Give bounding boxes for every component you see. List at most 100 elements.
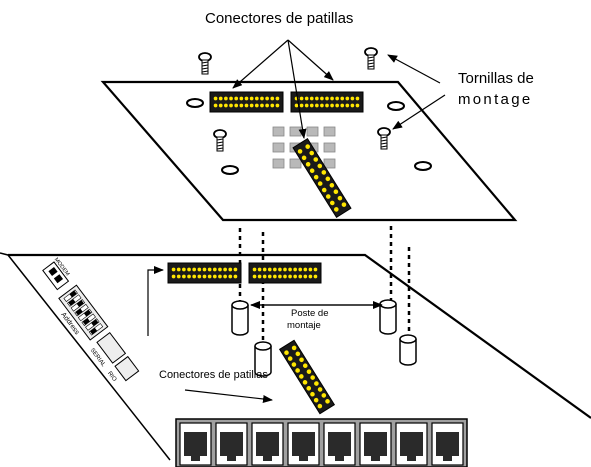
header-pin	[350, 96, 355, 101]
header-pin	[293, 274, 297, 279]
side-component-panel: MODEM Address SERIAL RIO	[42, 257, 140, 383]
header-pin	[265, 96, 269, 101]
mounting-screws	[198, 47, 391, 152]
header-pin	[321, 393, 327, 398]
header-pin	[267, 274, 272, 279]
header-pin	[262, 267, 267, 272]
header-pin	[273, 274, 277, 279]
header-pin	[213, 96, 218, 101]
header-pin	[171, 274, 176, 279]
header-pin	[302, 363, 308, 369]
header-pin	[275, 96, 280, 101]
header-pin	[317, 181, 323, 186]
top-connectors-label: Conectores de patillas	[205, 10, 353, 27]
header-pin	[273, 267, 277, 272]
annotation-arrows	[147, 39, 446, 403]
header-body	[167, 262, 242, 284]
header-pin	[228, 274, 233, 279]
header-pin	[310, 391, 315, 397]
header-pin	[299, 103, 304, 108]
header-pin	[202, 274, 207, 279]
header-pin	[305, 144, 310, 149]
header-pin	[340, 103, 345, 108]
header-pin	[218, 267, 222, 272]
header-body	[290, 91, 364, 113]
header-pin	[234, 96, 239, 101]
header-pin	[313, 274, 318, 279]
mounting-post-icon	[399, 334, 417, 366]
header-pin	[298, 267, 303, 272]
header-pin	[340, 96, 345, 101]
gray-pad	[323, 126, 336, 137]
header-pin	[325, 103, 329, 108]
screw-icon	[213, 129, 227, 152]
header-pin	[341, 202, 347, 207]
header-pin	[325, 176, 331, 182]
header-pin	[252, 267, 257, 272]
header-pin	[260, 96, 264, 101]
header-pin	[202, 267, 207, 272]
header-pin	[244, 103, 249, 108]
header-pin	[345, 103, 350, 108]
header-body	[209, 91, 284, 113]
mounting-posts	[231, 299, 417, 377]
header-pin	[171, 267, 176, 272]
gray-pad	[289, 126, 302, 137]
header-pin	[315, 103, 319, 108]
header-pin	[295, 368, 300, 373]
header-pin	[270, 103, 275, 108]
header-pin	[320, 103, 324, 108]
header-pin	[224, 96, 228, 101]
rj-jack-icon	[287, 422, 320, 466]
mounting-post-icon	[231, 300, 249, 336]
post-label-line1: Poste de	[291, 308, 329, 319]
header-pin	[313, 174, 319, 180]
header-pin	[303, 267, 308, 272]
header-pin	[295, 351, 301, 357]
header-pin	[234, 103, 239, 108]
header-pin	[317, 163, 323, 169]
gray-pad	[272, 158, 285, 169]
header-pin	[309, 103, 314, 108]
rj-jack-icon	[215, 422, 248, 466]
address-dip-switches	[63, 289, 104, 336]
header-pin	[355, 96, 360, 101]
header-body	[248, 262, 322, 284]
screw-icon	[364, 47, 378, 70]
gray-pad	[272, 126, 285, 137]
rj-jack-icon	[251, 422, 284, 466]
header-pin	[213, 103, 218, 108]
pin-header-diagonal-top	[292, 138, 352, 218]
header-pin	[335, 96, 339, 101]
header-pin	[293, 267, 297, 272]
header-pin	[309, 96, 314, 101]
header-pin	[267, 267, 272, 272]
header-pin	[325, 399, 330, 404]
header-pin	[270, 96, 275, 101]
header-pin	[287, 356, 293, 361]
header-pin	[197, 267, 202, 272]
header-pin	[355, 103, 360, 108]
header-pin	[218, 274, 222, 279]
header-pin	[207, 274, 212, 279]
header-pin	[254, 96, 259, 101]
header-pin	[317, 387, 323, 392]
rio-label: RIO	[106, 371, 117, 383]
top-board-holes	[186, 98, 432, 175]
header-pin	[249, 96, 254, 101]
header-pin	[313, 157, 319, 162]
screws-label-line1: Tornillas de	[458, 70, 534, 87]
header-pin	[182, 274, 186, 279]
header-pin	[308, 267, 313, 272]
header-pin	[233, 274, 238, 279]
gray-pad	[323, 142, 336, 153]
header-pin	[176, 267, 181, 272]
header-pin	[192, 274, 197, 279]
gray-pad	[272, 142, 285, 153]
bottom-connectors-label: Conectores de patillas	[159, 369, 268, 381]
header-body	[278, 339, 336, 415]
header-pin	[291, 362, 297, 367]
rj-jack-strip	[175, 418, 468, 467]
screws-label-line2: montage	[458, 91, 532, 108]
header-pin	[262, 274, 267, 279]
